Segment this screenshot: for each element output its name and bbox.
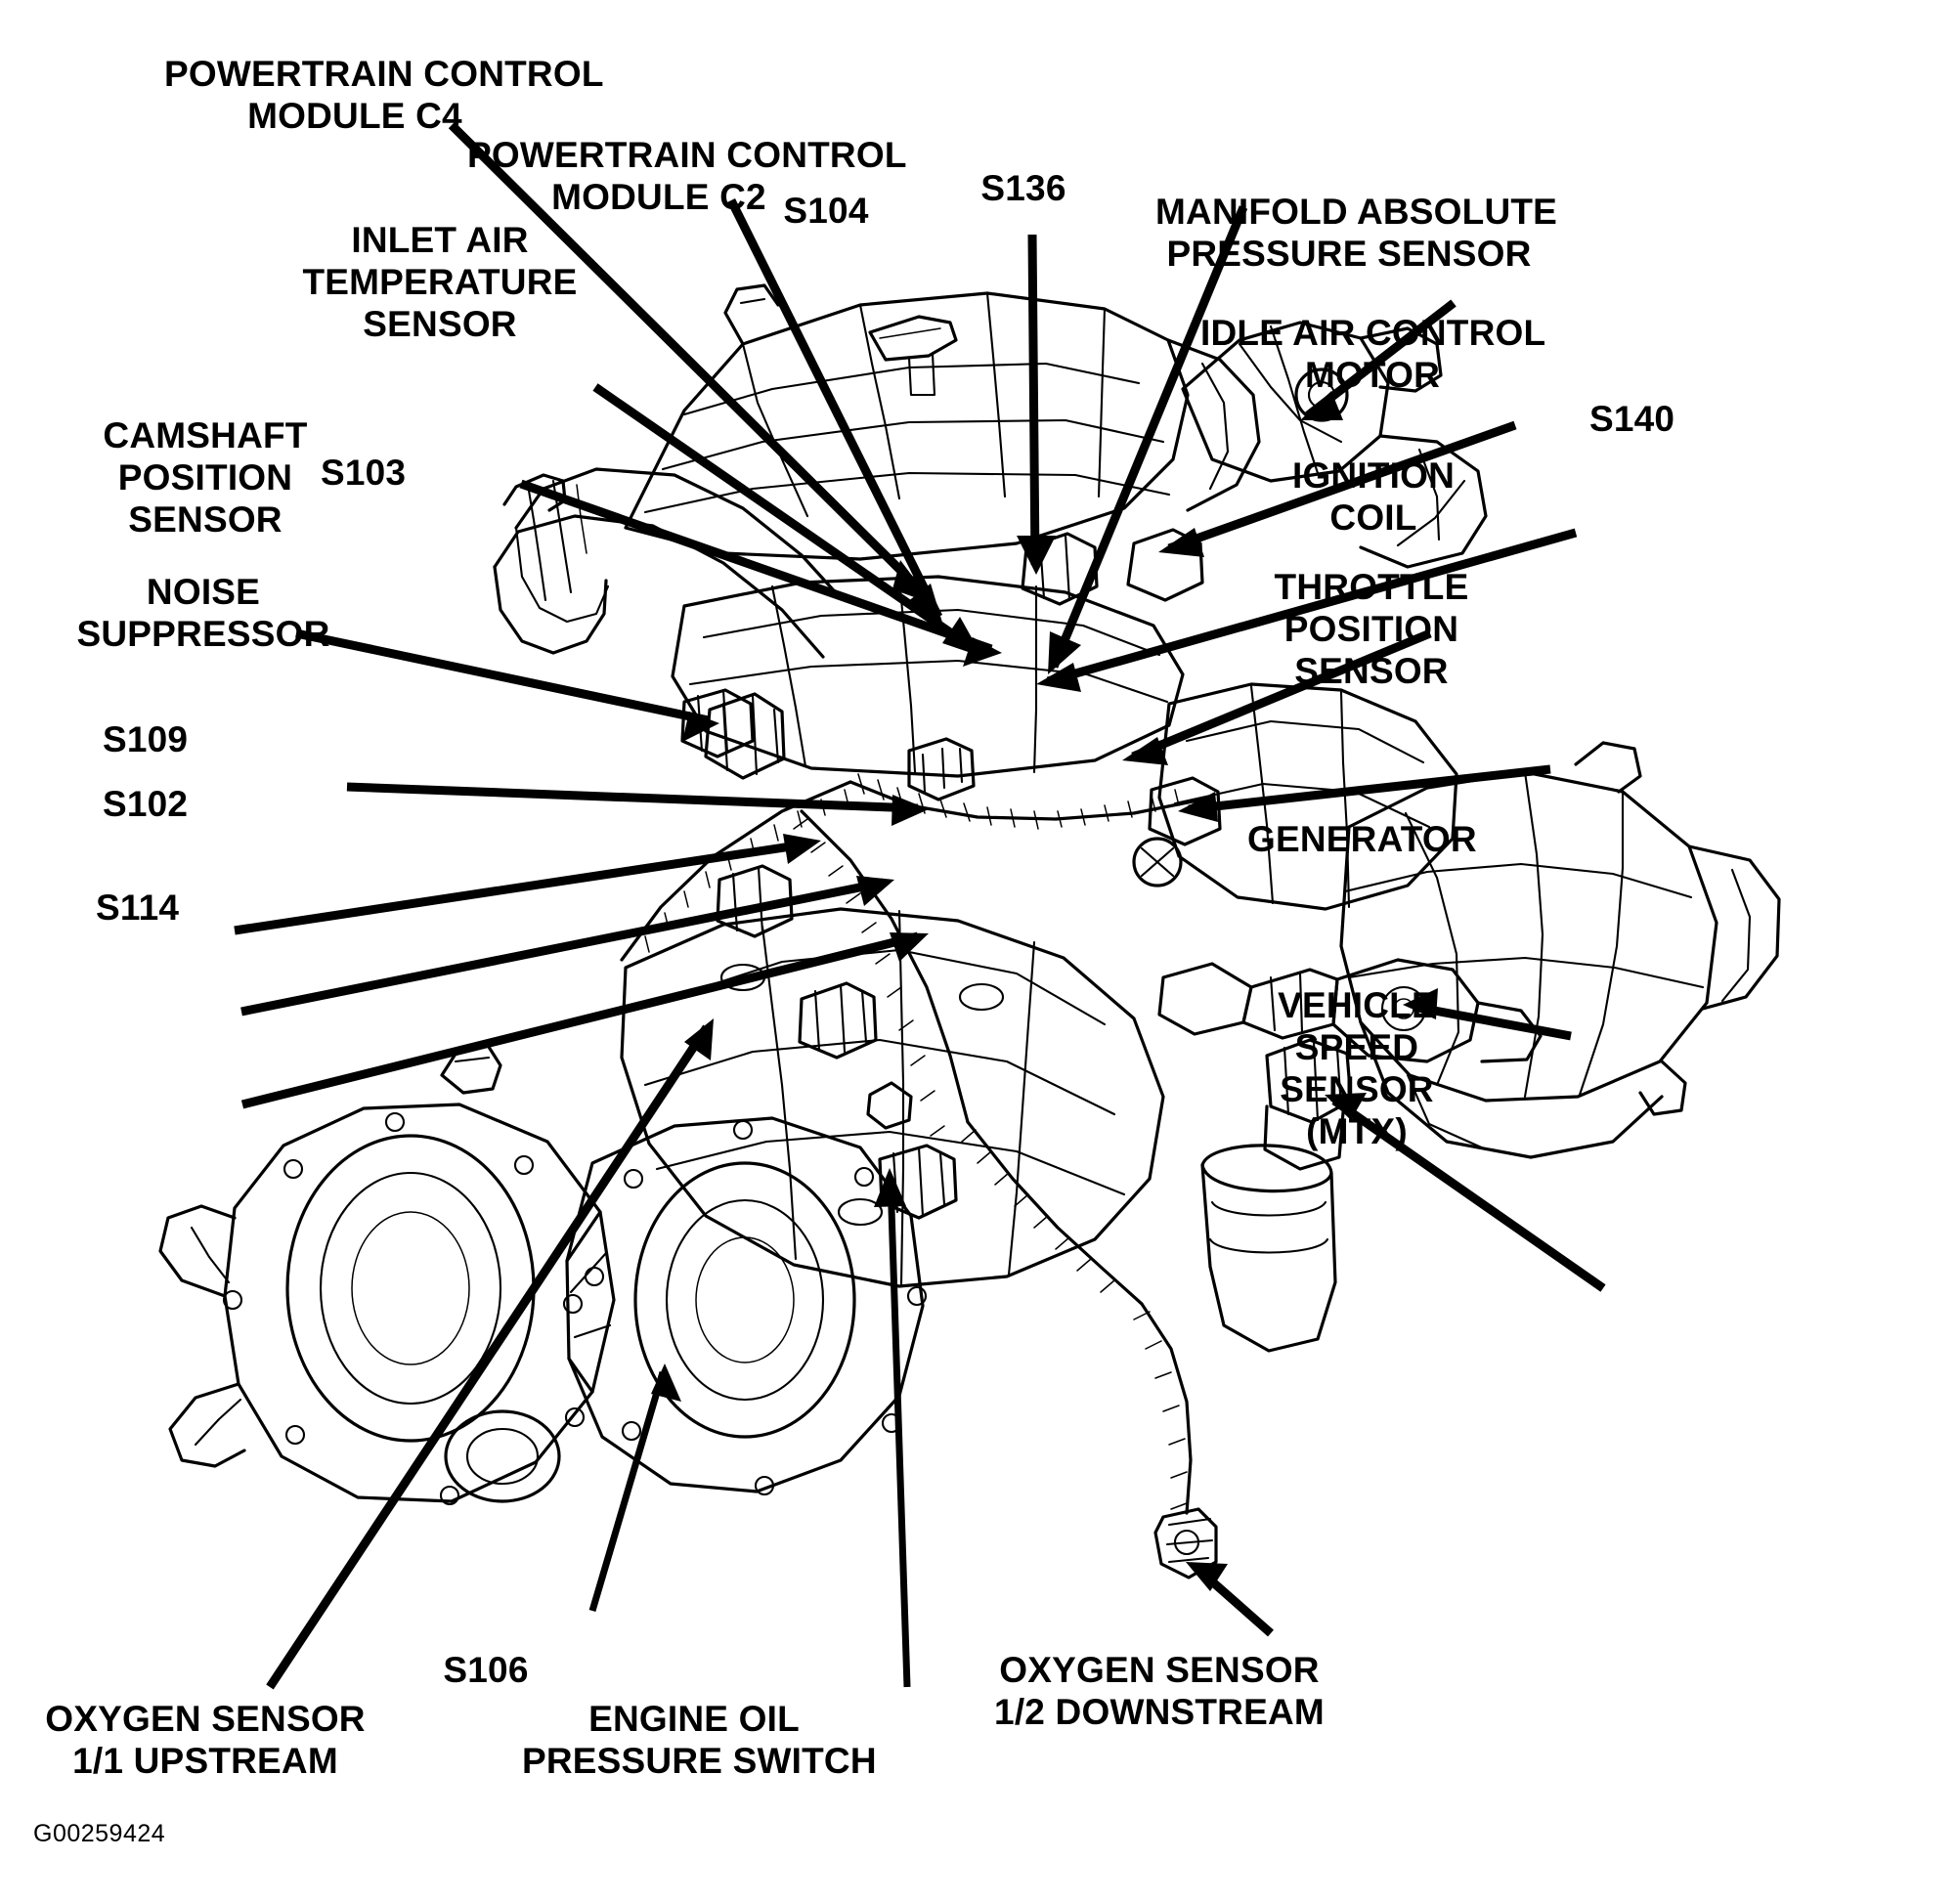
- callout-label-manifold-absolute-pressure-sensor: MANIFOLD ABSOLUTE PRESSURE SENSOR: [1155, 192, 1558, 274]
- callout-label-s140: S140: [1589, 399, 1675, 439]
- oil-filter: [1200, 1144, 1337, 1353]
- callout-label-s103: S103: [321, 453, 407, 493]
- callout-label-ignition-coil: IGNITION COIL: [1291, 455, 1456, 538]
- front-transaxle-cover: [158, 1103, 616, 1506]
- callout-label-engine-oil-pressure-switch: ENGINE OIL PRESSURE SWITCH: [522, 1699, 877, 1781]
- throttle-body-assembly: [1181, 321, 1488, 569]
- callout-label-oxygen-sensor-upstream: OXYGEN SENSOR 1/1 UPSTREAM: [45, 1699, 366, 1781]
- callout-label-noise-suppressor: NOISE SUPPRESSOR: [76, 572, 330, 654]
- callout-label-s104: S104: [783, 191, 869, 231]
- callout-label-inlet-air-temperature-sensor: INLET AIR TEMPERATURE SENSOR: [302, 220, 578, 344]
- callout-label-generator: GENERATOR: [1247, 819, 1477, 859]
- front-cylinder-head-cover: [671, 575, 1185, 778]
- rear-transaxle-housing: [562, 1116, 928, 1496]
- callout-label-s102: S102: [103, 784, 189, 824]
- intake-manifold-plenum: [624, 291, 1261, 561]
- callout-label-vehicle-speed-sensor: VEHICLE SPEED SENSOR (MTX): [1278, 985, 1436, 1151]
- callout-leader-lines: [234, 121, 1606, 1690]
- engine-block-lower: [620, 907, 1165, 1288]
- callout-label-camshaft-position-sensor: CAMSHAFT POSITION SENSOR: [103, 415, 308, 540]
- callout-label-pcm-c2: POWERTRAIN CONTROL MODULE C2: [467, 135, 907, 217]
- misc-detail: [440, 283, 913, 1130]
- callout-label-oxygen-sensor-downstream: OXYGEN SENSOR 1/2 DOWNSTREAM: [994, 1650, 1325, 1732]
- callout-label-s106: S106: [443, 1650, 529, 1690]
- figure-id: G00259424: [33, 1820, 166, 1847]
- callout-label-s136: S136: [980, 168, 1066, 208]
- camshaft-position-sensor: [704, 692, 786, 780]
- callout-label-s114: S114: [96, 887, 180, 928]
- generator: [1157, 958, 1543, 1063]
- callout-label-idle-air-control-motor: IDLE AIR CONTROL MOTOR: [1200, 313, 1546, 395]
- callout-label-pcm-c4: POWERTRAIN CONTROL MODULE C4: [164, 54, 604, 136]
- callout-label-throttle-position-sensor: THROTTLE POSITION SENSOR: [1274, 567, 1469, 691]
- transaxle-bell-housing: [1339, 741, 1781, 1159]
- callout-label-s109: S109: [103, 719, 189, 759]
